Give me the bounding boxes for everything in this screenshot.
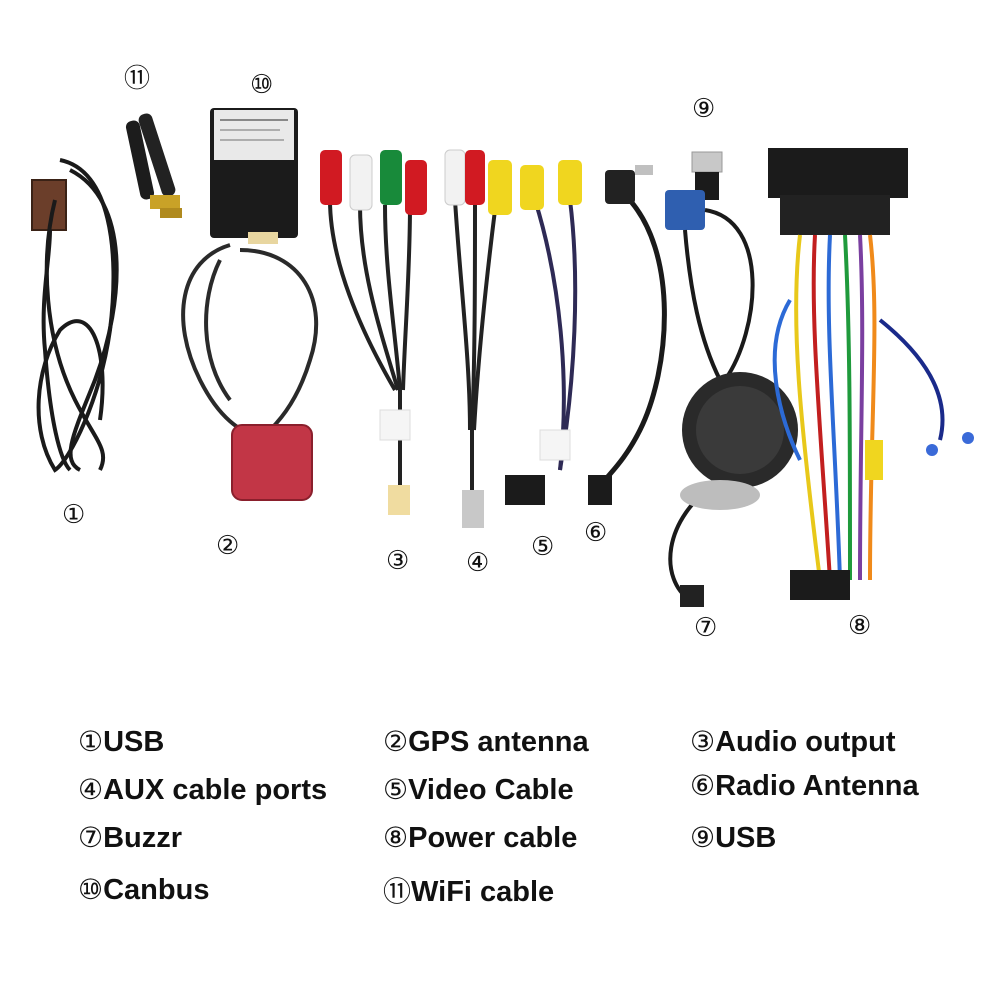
legend-num: ⑪ [383,875,412,908]
usb-cable-blue [665,151,755,382]
legend-num: ② [383,725,409,758]
legend-item-5: ⑤Video Cable [383,776,574,805]
legend-text: Canbus [103,874,210,906]
legend-item-1: ①USB [78,728,164,757]
photo-label-10: ⑩ [250,70,274,100]
photo-label-5: ⑤ [531,532,555,562]
legend-text: GPS antenna [408,726,589,758]
legend: ①USB ②GPS antenna ③Audio output ④AUX cab… [0,718,1000,938]
legend-text: USB [715,822,777,854]
photo-label-8: ⑧ [848,611,872,641]
photo-label-11: ⑪ [124,64,151,94]
photo-label-1: ① [62,500,86,530]
legend-text: Video Cable [408,774,574,806]
legend-item-6: ⑥Radio Antenna [690,772,919,801]
legend-item-4: ④AUX cable ports [78,776,327,805]
buzzer [668,372,798,607]
cable-kit-photo [31,108,974,607]
photo-label-2: ② [216,531,240,561]
photo-label-9: ⑨ [692,94,716,124]
aux-cable-ports [444,149,512,528]
legend-text: Audio output [715,726,896,758]
legend-text: AUX cable ports [103,774,328,806]
video-cable [505,160,582,505]
legend-item-7: ⑦Buzzr [78,824,182,853]
legend-num: ⑦ [78,821,104,854]
canbus-box [210,108,298,244]
legend-text: Power cable [408,822,578,854]
legend-item-3: ③Audio output [690,728,895,757]
photo-label-7: ⑦ [694,613,718,643]
legend-num: ⑨ [690,821,716,854]
legend-item-11: ⑪WiFi cable [383,878,554,907]
legend-num: ③ [690,725,716,758]
legend-num: ⑩ [78,873,104,906]
legend-num: ⑤ [383,773,409,806]
legend-item-2: ②GPS antenna [383,728,589,757]
legend-num: ① [78,725,104,758]
photo-label-4: ④ [466,548,490,578]
legend-text: USB [103,726,165,758]
radio-antenna-cable [588,165,667,505]
legend-item-10: ⑩Canbus [78,876,209,905]
usb-cable-coil [31,158,119,473]
photo-label-6: ⑥ [584,518,608,548]
legend-num: ④ [78,773,104,806]
legend-num: ⑧ [383,821,409,854]
legend-item-8: ⑧Power cable [383,824,577,853]
gps-antenna [181,243,319,501]
audio-output-cable [320,150,427,515]
legend-text: Radio Antenna [715,770,919,802]
power-cable-harness [768,148,974,600]
legend-text: Buzzr [103,822,183,854]
legend-num: ⑥ [690,769,716,802]
wifi-antenna [125,113,182,218]
legend-item-9: ⑨USB [690,824,776,853]
photo-label-3: ③ [386,546,410,576]
legend-text: WiFi cable [411,876,555,908]
